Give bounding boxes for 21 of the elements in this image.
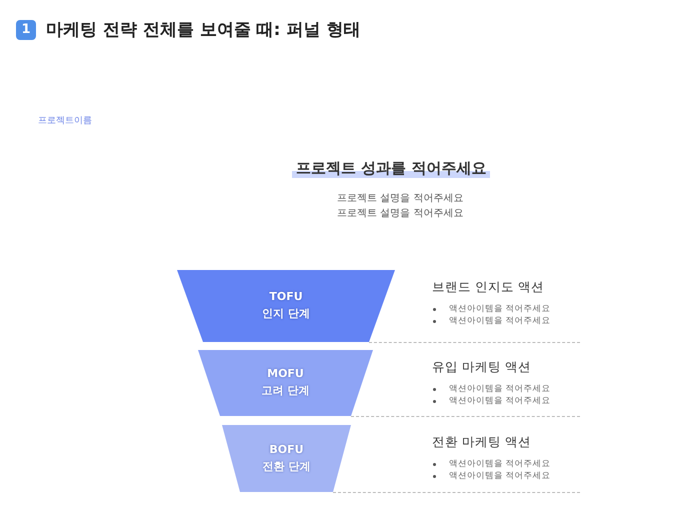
stage-label: BOFU bbox=[268, 442, 305, 456]
action-item: 액션아이템을 적어주세요 bbox=[449, 383, 551, 395]
number-badge: 1 bbox=[16, 20, 36, 40]
title: 마케팅 전략 전체를 보여줄 때: 퍼널 형태 bbox=[46, 19, 360, 41]
stage-label: MOFU bbox=[266, 367, 305, 380]
action-item: 액션아이템을 적어주세요 bbox=[449, 303, 551, 315]
description: 프로젝트 설명을 적어주세요 bbox=[337, 207, 464, 220]
action-heading: 유입 마케팅 액션 bbox=[432, 359, 531, 376]
action-heading: 브랜드 인지도 액션 bbox=[432, 279, 544, 296]
stage-label: 고려 단계 bbox=[260, 383, 310, 398]
stage-label: 인지 단계 bbox=[261, 306, 311, 321]
action-item: 액션아이템을 적어주세요 bbox=[449, 395, 551, 407]
description: 프로젝트 설명을 적어주세요 bbox=[337, 192, 464, 205]
stage-label: TOFU bbox=[268, 290, 304, 303]
action-heading: 전환 마케팅 액션 bbox=[432, 434, 531, 451]
action-item: 액션아이템을 적어주세요 bbox=[449, 458, 551, 470]
project-name: 프로젝트이름 bbox=[38, 115, 92, 127]
action-item: 액션아이템을 적어주세요 bbox=[449, 315, 551, 327]
action-item: 액션아이템을 적어주세요 bbox=[449, 470, 551, 482]
stage-label: 전환 단계 bbox=[262, 458, 312, 474]
headline: 프로젝트 성과를 적어주세요 bbox=[292, 159, 490, 178]
